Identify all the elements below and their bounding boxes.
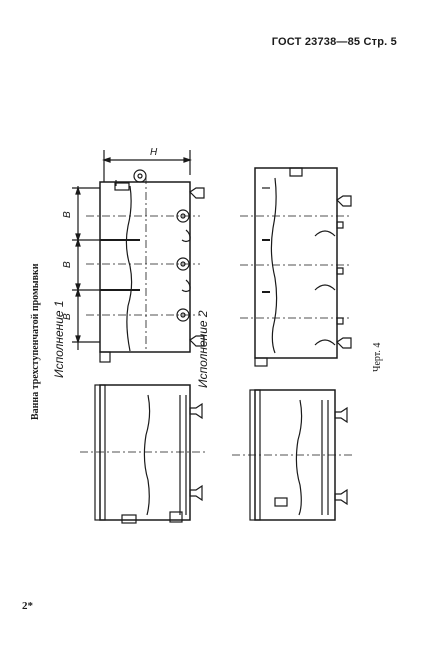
dimension-b-label-1: B [62,211,73,218]
dimension-b-column [72,186,100,350]
dimension-b-label-3: B [62,313,73,320]
variant1-side-view [99,169,205,363]
variant2-side-view [254,167,352,367]
variant1-end-view [94,384,203,524]
dimension-b-label-2: B [62,261,73,268]
page-number: 2* [22,600,33,612]
dimension-h-label: H [150,147,158,158]
dimension-h [102,150,192,182]
page-header: ГОСТ 23738—85 Стр. 5 [271,36,397,48]
